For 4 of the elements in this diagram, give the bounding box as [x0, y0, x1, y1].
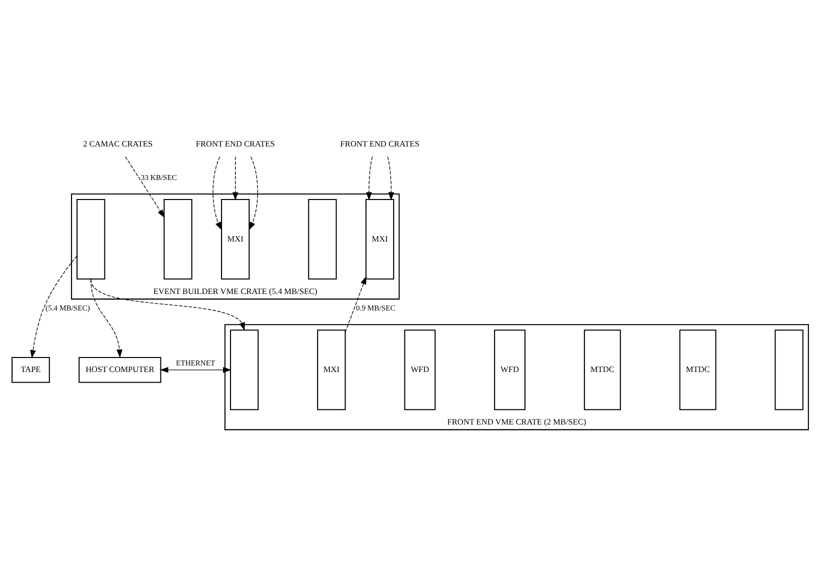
edge-label: 33 KB/SEC	[140, 173, 177, 182]
edge-label: (5.4 MB/SEC)	[46, 304, 90, 313]
edge-label: 0.9 MB/SEC	[356, 304, 396, 313]
edge-label: ETHERNET	[176, 358, 216, 368]
